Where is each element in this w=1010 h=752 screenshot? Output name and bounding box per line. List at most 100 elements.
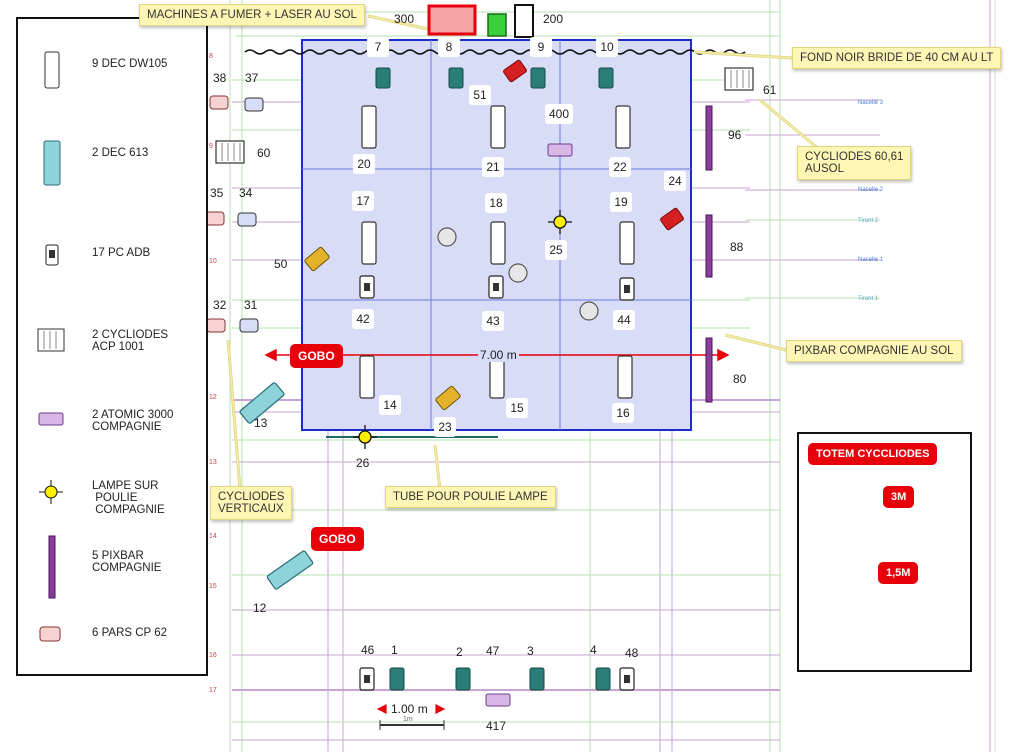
legend-label: 5 PIXBAR COMPAGNIE	[92, 550, 162, 574]
dec-613-fixtures	[239, 382, 314, 590]
scale-bar-label: 1.00 m	[391, 702, 428, 716]
bar-label: Tirant 1	[858, 296, 879, 302]
gobo-round-fixtures	[437, 227, 599, 321]
legend-label: 9 DEC DW105	[92, 58, 168, 70]
fixture-number: 42	[352, 309, 374, 329]
fixture-number: 22	[609, 157, 631, 177]
fixture-number: 13	[254, 416, 268, 430]
legend-label: 2 CYCLIODES ACP 1001	[92, 329, 169, 353]
fixture-number: 44	[613, 310, 635, 330]
dec-dw105-icon	[44, 51, 60, 89]
bar-label: Nacelle 3	[858, 100, 884, 106]
fixture-number: 80	[733, 372, 747, 386]
legend-label: LAMPE SUR POULIE COMPAGNIE	[92, 480, 165, 516]
callout-cycliodes-ausol: CYCLIODES 60,61 AUSOL	[797, 146, 912, 180]
fixture-number: 17	[352, 191, 374, 211]
fixture-number: 48	[625, 646, 639, 660]
fixture-number: 51	[469, 85, 491, 105]
fixture-number: 2	[456, 645, 463, 659]
par-blue-fixtures	[237, 97, 264, 333]
fixture-number: 88	[730, 240, 744, 254]
cycliode-fixtures	[215, 67, 754, 164]
cycliode-acp-icon	[37, 328, 65, 352]
fixture-number: 1	[391, 643, 398, 657]
legend-label: 17 PC ADB	[92, 247, 151, 259]
legend-item-pc-adb: 17 PC ADB	[18, 239, 206, 279]
fixture-number: 43	[482, 311, 504, 331]
fixture-number: 18	[485, 193, 507, 213]
totem-height-mid: 1,5M	[878, 562, 919, 584]
fixture-number: 31	[244, 298, 258, 312]
red-fixtures	[503, 59, 684, 231]
scale-bar	[376, 704, 446, 714]
row-marker: 16	[209, 652, 217, 659]
fond-noir-curtain	[244, 49, 746, 55]
laser-icon	[487, 13, 507, 37]
pc-adb-fixtures	[375, 67, 614, 691]
pixbar-fixtures	[705, 105, 713, 403]
lamp-pulley-fixtures	[353, 210, 572, 449]
totem-panel: TOTEM CYCCLIODES 3M 1,5M	[797, 432, 972, 672]
fixture-number: 9	[530, 37, 552, 57]
fixture-number: 38	[213, 71, 227, 85]
fixture-number: 300	[394, 12, 415, 26]
legend-panel: 9 DEC DW105 2 DEC 613 17 PC ADB 2 CYCLIO…	[16, 17, 208, 676]
legend-item-atomic: 2 ATOMIC 3000 COMPAGNIE	[18, 401, 206, 441]
bar-label: Nacelle 2	[858, 187, 884, 193]
legend-label: 2 DEC 613	[92, 147, 149, 159]
fixture-number: 35	[210, 186, 224, 200]
fixture-number: 8	[438, 37, 460, 57]
scale-bar-small-label: 1m	[403, 716, 413, 723]
callout-pixbar-sol: PIXBAR COMPAGNIE AU SOL	[786, 340, 962, 362]
legend-label: 6 PARS CP 62	[92, 627, 168, 639]
atomic-3000-icon	[38, 412, 64, 426]
bar-label: Nacelle 1	[858, 257, 884, 263]
par-fixtures	[205, 95, 229, 333]
row-marker: 14	[209, 533, 217, 540]
fixture-number: 21	[482, 157, 504, 177]
fixture-number: 61	[763, 83, 777, 97]
legend-item-cycliode: 2 CYCLIODES ACP 1001	[18, 321, 206, 361]
bar-label: Tirant 2	[858, 218, 879, 224]
legend-item-pixbar: 5 PIXBAR COMPAGNIE	[18, 534, 206, 600]
row-marker: 13	[209, 459, 217, 466]
fixture-number: 20	[353, 154, 375, 174]
fixture-number: 60	[257, 146, 271, 160]
fixture-number: 24	[664, 171, 686, 191]
fixture-number: 3	[527, 644, 534, 658]
fixture-number: 23	[434, 417, 456, 437]
callout-cycliodes-verticaux: CYCLIODES VERTICAUX	[210, 486, 293, 520]
dec-dw105-fixtures	[359, 105, 635, 399]
fixture-number: 10	[596, 37, 618, 57]
smoke-machine-icon	[427, 4, 477, 36]
legend-label: 2 ATOMIC 3000 COMPAGNIE	[92, 409, 174, 433]
atomic-fixtures	[485, 143, 573, 707]
fixture-number: 12	[253, 601, 267, 615]
fixture-number: 16	[612, 403, 634, 423]
fixture-number: 34	[239, 186, 253, 200]
fixture-number: 19	[610, 192, 632, 212]
legend-item-par: 6 PARS CP 62	[18, 619, 206, 659]
lamp-pulley-icon	[39, 480, 63, 504]
legend-item-dec-dw105: 9 DEC DW105	[18, 50, 206, 90]
fixture-number: 47	[486, 644, 500, 658]
gobo-badge: GOBO	[290, 344, 343, 368]
fixture-number: 7	[367, 37, 389, 57]
totem-title: TOTEM CYCCLIODES	[808, 443, 938, 465]
fixture-number: 25	[545, 240, 567, 260]
fixture-number: 14	[379, 395, 401, 415]
totem-height-top: 3M	[883, 486, 915, 508]
fixture-number: 50	[274, 257, 288, 271]
legend-item-dec-613: 2 DEC 613	[18, 139, 206, 186]
fixture-number: 96	[728, 128, 742, 142]
row-marker: 8	[209, 53, 213, 60]
fixture-number: 200	[543, 12, 564, 26]
callout-machines: MACHINES A FUMER + LASER AU SOL	[139, 4, 365, 26]
pc-adb-icon	[45, 244, 59, 266]
stage-width-label: 7.00 m	[478, 348, 519, 362]
row-marker: 17	[209, 687, 217, 694]
row-marker: 15	[209, 583, 217, 590]
fixture-number: 4	[590, 643, 597, 657]
